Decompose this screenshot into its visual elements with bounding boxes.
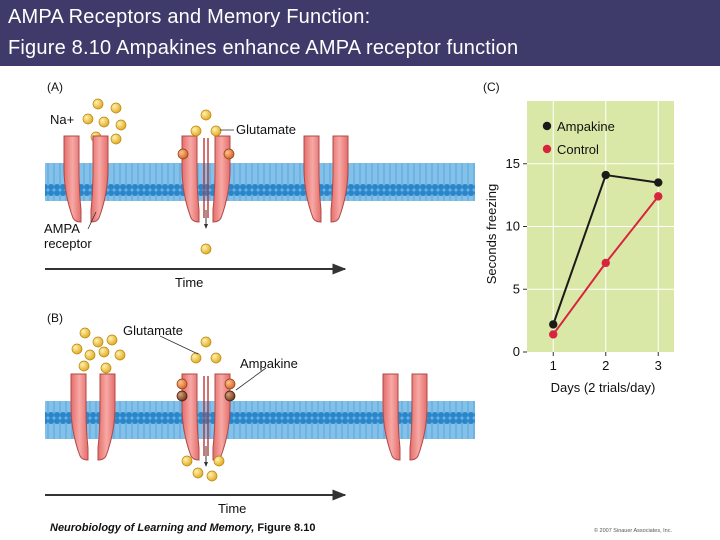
sodium-ion-inside [200, 243, 212, 255]
sodium-ion-inside [192, 467, 204, 479]
chart-series [549, 170, 663, 339]
slide-subtitle: Figure 8.10 Ampakines enhance AMPA recep… [8, 37, 519, 59]
sodium-ions-b [71, 327, 126, 374]
sodium-ion-inside [206, 470, 218, 482]
legend-marker-control [542, 144, 552, 154]
x-tick-label: 2 [602, 358, 609, 373]
data-point-ampakine [601, 170, 610, 180]
figure-number: Figure 8.10 [254, 522, 316, 534]
glutamate-molecule [200, 336, 212, 348]
glutamate-molecule [210, 125, 222, 137]
ampakine-pointer [235, 367, 267, 391]
cell-membrane-b [45, 401, 475, 439]
y-tick-label: 15 [506, 156, 520, 171]
panel-a: (A) Na+ Glutamate AMPA receptor [44, 80, 475, 290]
legend-label-ampakine: Ampakine [557, 119, 615, 134]
ampakine-label: Ampakine [240, 356, 298, 371]
y-tick-label: 10 [506, 219, 520, 234]
bound-ampakine-right [224, 390, 236, 402]
bound-glutamate-right [223, 148, 235, 160]
legend-label-control: Control [557, 142, 599, 157]
sodium-ion-inside [213, 455, 225, 467]
sodium-ion-label: Na+ [50, 112, 74, 127]
y-tick-label: 5 [513, 281, 520, 296]
glutamate-pointer-b [159, 335, 199, 355]
x-tick-label: 3 [655, 358, 662, 373]
glutamate-label-b: Glutamate [123, 323, 183, 338]
sodium-ion-inside [181, 455, 193, 467]
chart-axes: 0 5 10 15 1 2 3 [506, 156, 662, 373]
source-citation: Neurobiology of Learning and Memory, Fig… [50, 522, 315, 534]
x-axis-label: Days (2 trials/day) [551, 380, 656, 395]
chart-grid [527, 101, 674, 352]
glutamate-label-a: Glutamate [236, 122, 296, 137]
bound-glutamate-right-b [224, 378, 236, 390]
copyright-notice: © 2007 Sinauer Associates, Inc. [593, 528, 672, 534]
panel-a-label: (A) [47, 80, 63, 94]
time-label-a: Time [175, 275, 203, 290]
bound-glutamate-left-b [176, 378, 188, 390]
slide-header: AMPA Receptors and Memory Function: Figu… [0, 0, 720, 66]
time-label-b: Time [218, 501, 246, 516]
bound-glutamate-left [177, 148, 189, 160]
data-point-ampakine [549, 320, 558, 329]
data-point-control [549, 330, 558, 339]
glutamate-molecule [200, 109, 212, 121]
y-tick-label: 0 [513, 344, 520, 359]
data-point-ampakine [654, 178, 663, 187]
data-point-control [601, 258, 610, 268]
cell-membrane-a [45, 163, 475, 201]
panel-b-label: (B) [47, 311, 63, 325]
receptor-pointer [87, 211, 97, 230]
glutamate-molecule [190, 125, 202, 137]
slide-title: AMPA Receptors and Memory Function: [8, 6, 371, 28]
ampa-receptor-label-1: AMPA [44, 221, 80, 236]
glutamate-molecule [190, 352, 202, 364]
ampa-receptor-label-2: receptor [44, 236, 92, 251]
bound-ampakine-left [176, 390, 188, 402]
legend-marker-ampakine [542, 121, 552, 131]
glutamate-molecule [210, 352, 222, 364]
y-axis-label: Seconds freezing [484, 184, 499, 284]
panel-c-label: (C) [483, 80, 500, 94]
book-title: Neurobiology of Learning and Memory, [50, 522, 255, 534]
x-tick-label: 1 [550, 358, 557, 373]
figure-canvas: (A) Na+ Glutamate AMPA receptor [44, 80, 674, 516]
panel-b: (B) Glutamate Ampakine [45, 311, 475, 516]
data-point-control [654, 192, 663, 201]
